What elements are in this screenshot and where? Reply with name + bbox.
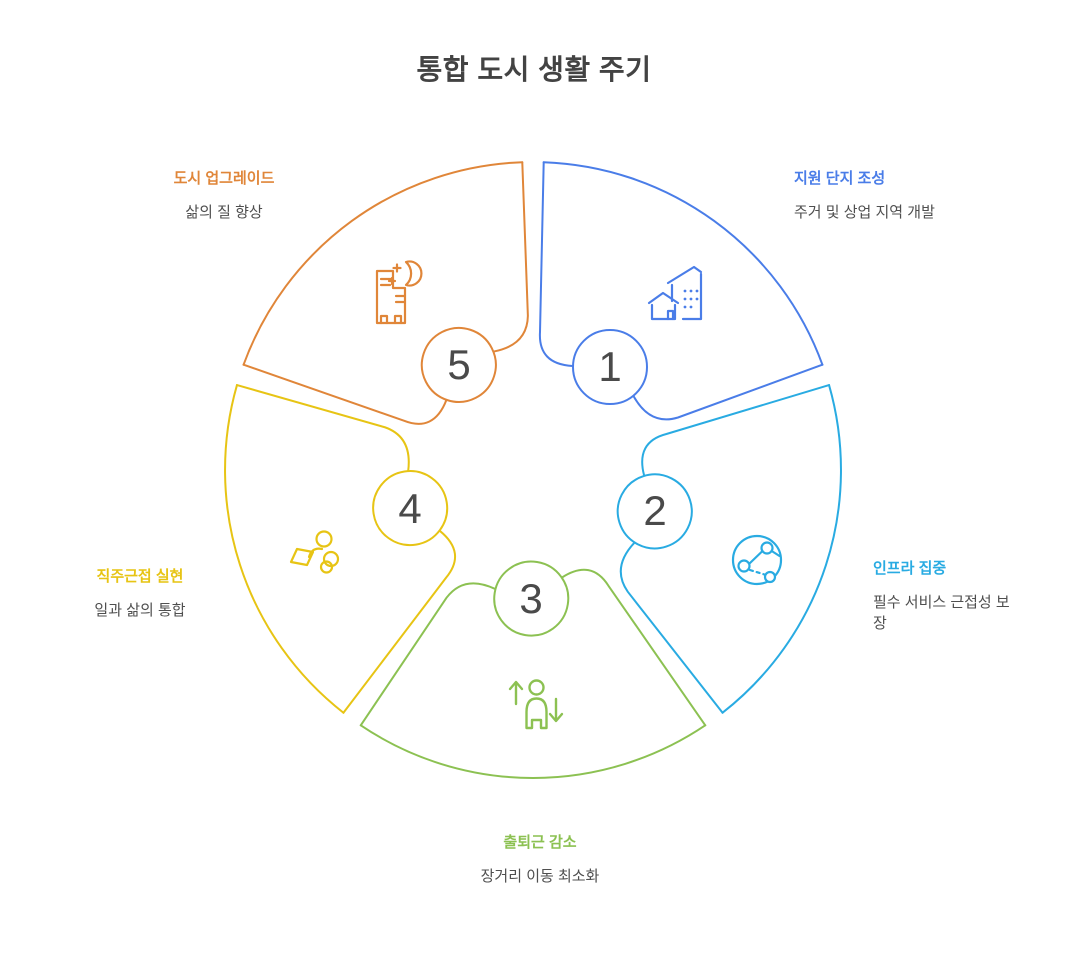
city-night-icon — [375, 260, 423, 325]
step-label-5-description: 삶의 질 향상 — [185, 204, 263, 221]
step-label-4-description: 일과 삶의 통합 — [94, 602, 186, 619]
step-label-5-title: 도시 업그레이드 — [173, 170, 275, 187]
buildings-icon — [647, 265, 703, 321]
step-label-5: 도시 업그레이드 삶의 질 향상 — [114, 170, 334, 223]
step-number-4: 4 — [398, 485, 422, 532]
step-number-2: 2 — [643, 487, 667, 534]
step-number-5: 5 — [447, 341, 471, 388]
segment-3 — [327, 514, 710, 891]
step-label-2-title: 인프라 집중 — [873, 560, 947, 577]
step-label-3: 출퇴근 감소 장거리 이동 최소화 — [410, 834, 670, 887]
step-number-1: 1 — [598, 343, 622, 390]
step-label-1-title: 지원 단지 조성 — [794, 170, 886, 187]
step-label-3-description: 장거리 이동 최소화 — [480, 868, 600, 885]
segment-5 — [241, 98, 576, 449]
person-laptop-icon — [289, 530, 340, 574]
step-label-1-description: 주거 및 상업 지역 개발 — [794, 204, 935, 221]
network-globe-icon — [731, 534, 783, 586]
step-label-3-title: 출퇴근 감소 — [503, 834, 577, 851]
page-title: 통합 도시 생활 주기 — [416, 54, 652, 85]
segment-1 — [538, 161, 824, 421]
segment-2 — [582, 380, 917, 731]
step-label-4: 직주근접 실현 일과 삶의 통합 — [30, 568, 250, 621]
step-label-2: 인프라 집중 필수 서비스 근접성 보장 — [873, 560, 1023, 634]
step-label-2-description: 필수 서비스 근접성 보장 — [873, 594, 1010, 632]
commute-person-icon — [508, 679, 564, 730]
step-number-3: 3 — [519, 575, 543, 622]
step-label-4-title: 직주근접 실현 — [96, 568, 184, 585]
step-label-1: 지원 단지 조성 주거 및 상업 지역 개발 — [794, 170, 1024, 223]
